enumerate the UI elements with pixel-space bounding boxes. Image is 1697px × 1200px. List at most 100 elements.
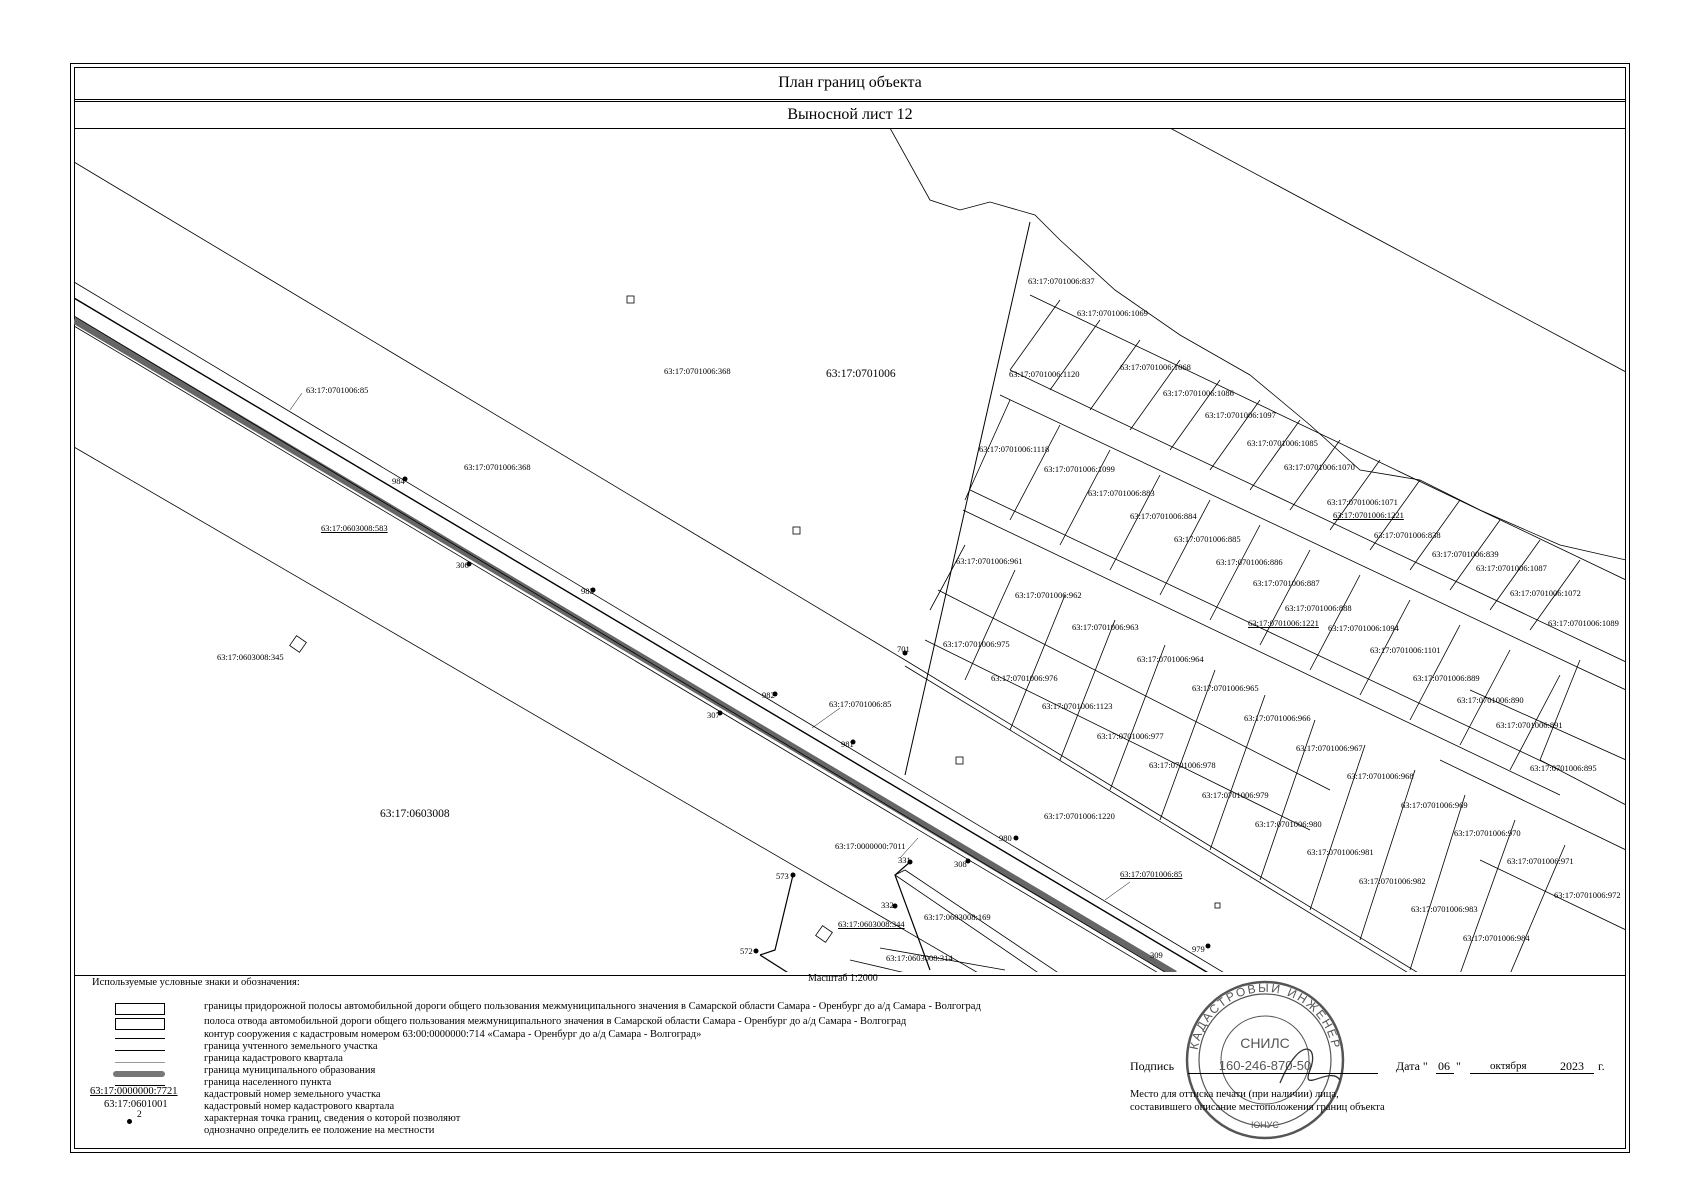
block-label-south: 63:17:0603008	[380, 808, 450, 820]
legend-item: полоса отвода автомобильной дороги общег…	[204, 1016, 907, 1027]
stamp-place-line2: составившего описание местоположения гра…	[1130, 1102, 1385, 1113]
boundary-line	[904, 221, 1031, 776]
parcel-label: 63:17:0701006:976	[991, 673, 1058, 683]
parcel-label: 63:17:0701006:1070	[1284, 462, 1355, 472]
parcel-label: 63:17:0701006:889	[1413, 673, 1480, 683]
parcel-label: 63:17:0701006:983	[1411, 904, 1478, 914]
parcel-label: 63:17:0603008:583	[321, 523, 388, 533]
parcel-label: 63:17:0701006:1087	[1476, 563, 1547, 573]
legend-item: граница учтенного земельного участка	[204, 1041, 378, 1052]
date-day-close: "	[1456, 1059, 1461, 1073]
map-area: 63:17:0701006 63:17:0603008 63:17:070100…	[74, 128, 1626, 972]
street-edge	[1029, 294, 1626, 581]
parcel-label: 63:17:0701006:837	[1028, 276, 1095, 286]
parcel-label: 63:17:0701006:891	[1496, 720, 1563, 730]
legend-symbol-right-of-way	[115, 1018, 165, 1030]
parcel-label: 63:17:0701006:887	[1253, 578, 1320, 588]
parcel-label: 63:17:0701006:978	[1149, 760, 1216, 770]
legend-symbol-settlement-boundary	[115, 1085, 165, 1086]
legend-item: граница кадастрового квартала	[204, 1053, 343, 1064]
legend-sample-block: 63:17:0601001	[104, 1099, 168, 1110]
legend-sample-point: 2	[137, 1110, 142, 1120]
boundary-line	[904, 659, 1418, 972]
settlement-boundary	[889, 128, 1626, 561]
parcel-label: 63:17:0701006:838	[1374, 530, 1441, 540]
date-day: 06	[1438, 1059, 1450, 1073]
parcel-label: 63:17:0701006:1085	[1247, 438, 1318, 448]
parcel-label: 63:17:0701006:85	[306, 385, 369, 395]
parcel-label: 63:17:0701006:885	[1174, 534, 1241, 544]
parcel-label: 63:17:0603008:314	[886, 953, 953, 963]
legend-symbol-structure-contour	[115, 1038, 165, 1039]
parcel-label: 63:17:0701006:963	[1072, 622, 1139, 632]
point-label: 701	[897, 644, 910, 654]
block-label-north: 63:17:0701006	[826, 368, 896, 380]
parcel-label: 63:17:0701006:368	[464, 462, 531, 472]
point-label: 309	[1150, 950, 1163, 960]
legend-item: граница населенного пункта	[204, 1077, 332, 1088]
parcel-label: 63:17:0701006:895	[1530, 763, 1597, 773]
parcel-label: 63:17:0701006:964	[1137, 654, 1204, 664]
boundary-line	[74, 161, 906, 661]
point-label: 332	[881, 900, 894, 910]
parcel-label: 63:17:0701006:1220	[1044, 811, 1115, 821]
legend-item: однозначно определить ее положение на ме…	[204, 1125, 435, 1136]
parcel-label: 63:17:0701006:971	[1507, 856, 1574, 866]
road-band	[74, 316, 1177, 972]
parcel-label: 63:17:0701006:968	[1347, 771, 1414, 781]
parcel-label: 63:17:0701006:1068	[1120, 362, 1191, 372]
date-month-line	[1470, 1073, 1558, 1074]
parcel-label: 63:17:0701006:884	[1130, 511, 1197, 521]
parcel-label: 63:17:0701006:1069	[1077, 308, 1148, 318]
boundary-line	[74, 297, 1209, 972]
legend-sample-parcel: 63:17:0000000:7721	[90, 1086, 178, 1097]
signature-label: Подпись	[1130, 1059, 1175, 1073]
legend-symbol-municipal-boundary	[113, 1071, 165, 1077]
point-label: 572	[740, 946, 753, 956]
parcel-label: 63:17:0701006:1118	[979, 444, 1050, 454]
parcel-label: 63:17:0701006:883	[1088, 488, 1155, 498]
date-day-line	[1436, 1073, 1454, 1074]
legend-item: кадастровый номер земельного участка	[204, 1089, 381, 1100]
street-edge	[999, 394, 1626, 691]
legend-title: Используемые условные знаки и обозначени…	[92, 977, 300, 988]
legend-item: кадастровый номер кадастрового квартала	[204, 1101, 395, 1112]
road-band-edge	[74, 325, 1158, 972]
street-edge	[1009, 369, 1626, 663]
legend-item: граница муниципального образования	[204, 1065, 376, 1076]
parcel-label: 63:17:0701006:85	[1120, 869, 1183, 879]
map-drawing	[74, 128, 1626, 972]
parcel-label: 63:17:0701006:890	[1457, 695, 1524, 705]
street-edge	[969, 489, 1561, 771]
point-label: 573	[776, 871, 789, 881]
legend-item: контур сооружения с кадастровым номером …	[204, 1029, 702, 1040]
legend-panel	[74, 975, 1626, 1150]
parcel-label: 63:17:0701006:839	[1432, 549, 1499, 559]
sheet-subtitle: Выносной лист 12	[74, 101, 1626, 129]
parcel-label: 63:17:0701006:972	[1554, 890, 1621, 900]
parcel-label: 63:17:0701006:1221	[1248, 618, 1319, 628]
parcel-label: 63:17:0701006:975	[943, 639, 1010, 649]
point-label: 980	[999, 833, 1012, 843]
parcel-label: 63:17:0701006:980	[1255, 819, 1322, 829]
parcel-label: 63:17:0701006:984	[1463, 933, 1530, 943]
parcel-label: 63:17:0701006:979	[1202, 790, 1269, 800]
parcel-label: 63:17:0000000:7011	[835, 841, 906, 851]
signature-line	[1188, 1073, 1378, 1074]
parcel-label: 63:17:0701006:1123	[1042, 701, 1113, 711]
parcel-label: 63:17:0701006:965	[1192, 683, 1259, 693]
point-label: 331	[898, 855, 911, 865]
point-label: 982	[762, 690, 775, 700]
legend-point-dot	[127, 1119, 132, 1124]
parcel-label: 63:17:0701006:1099	[1044, 464, 1115, 474]
parcel-label: 63:17:0701006:888	[1285, 603, 1352, 613]
street-edge	[962, 509, 1561, 796]
legend-symbol-parcel-boundary	[115, 1050, 165, 1051]
date-year-line	[1558, 1073, 1594, 1074]
parcel-label: 63:17:0701006:1221	[1333, 510, 1404, 520]
parcel-label: 63:17:0701006:368	[664, 366, 731, 376]
boundary-line	[74, 281, 1224, 972]
boundary-line	[904, 665, 1408, 972]
point-label: 307	[707, 710, 720, 720]
svg-text:СНИЛС: СНИЛС	[1240, 1035, 1290, 1051]
